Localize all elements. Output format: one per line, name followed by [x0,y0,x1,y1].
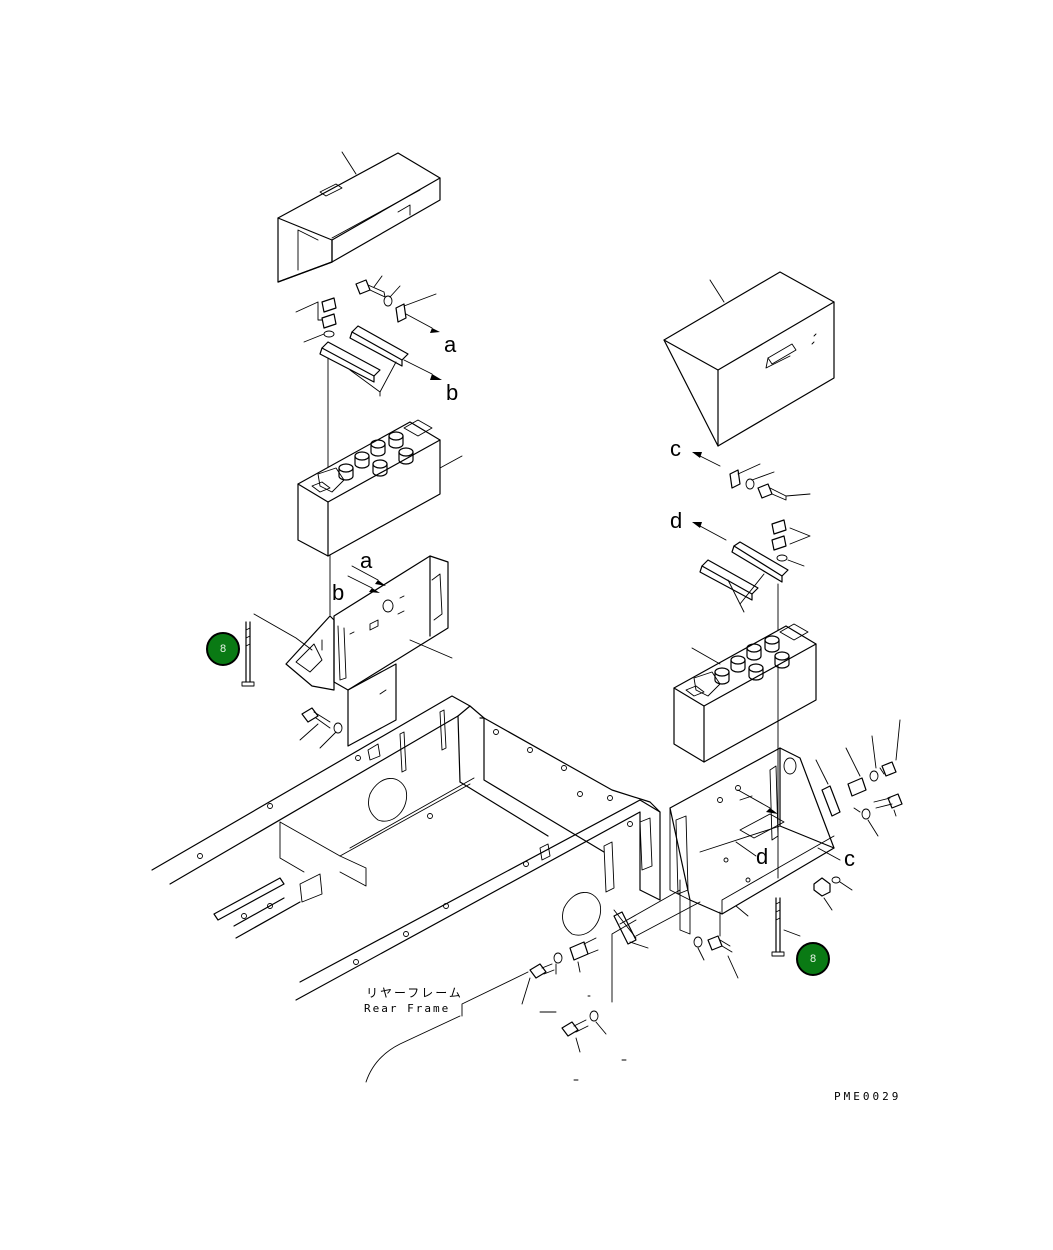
right-battery-tray [669,747,841,937]
callout-lower-c: c [844,846,855,871]
callout-upper-b: b [446,380,458,405]
right-long-bolt [771,897,801,957]
right-battery-cover [663,271,835,447]
right-battery [673,623,817,763]
callout-right-c: c [670,436,681,461]
callout-right-d: d [670,508,682,533]
callout-upper-a: a [444,332,457,357]
callout-mid-b: b [332,580,344,605]
rear-frame-label-japanese: リヤーフレーム [366,986,463,1000]
right-upper-hardware [692,452,811,879]
left-long-bolt [241,613,313,687]
rear-frame [151,695,661,1001]
right-side-hardware [813,719,903,911]
lower-center-hardware [521,889,739,1081]
drawing-code: PME0029 [834,1090,902,1103]
left-upper-hardware [295,275,442,476]
reference-badge-left[interactable]: 8 [206,632,240,666]
rear-frame-leader [365,971,529,1083]
rear-frame-label-english: Rear Frame [364,1002,451,1015]
left-battery-cover [277,151,441,283]
callout-mid-a: a [360,548,373,573]
left-battery-tray [285,554,453,747]
left-battery [297,419,463,557]
reference-badge-right[interactable]: 8 [796,942,830,976]
left-lower-hardware [299,707,343,749]
callout-lower-d: d [756,844,768,869]
